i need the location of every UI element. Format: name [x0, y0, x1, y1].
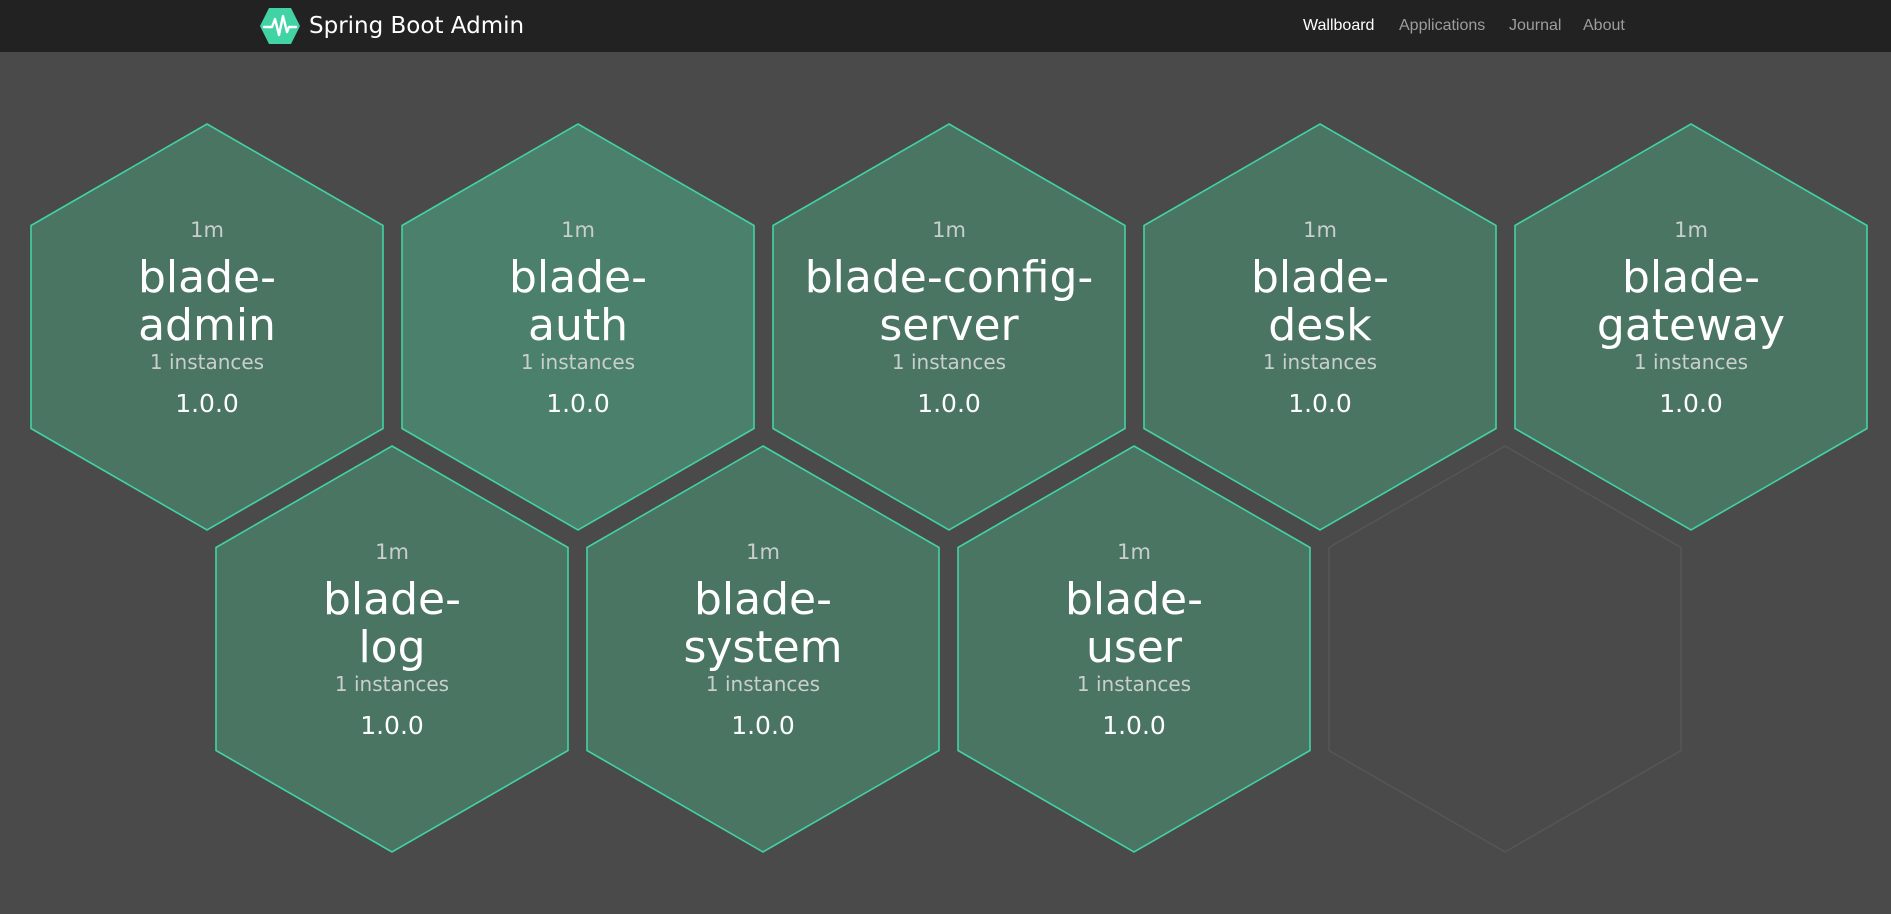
brand-link[interactable]: Spring Boot Admin	[259, 7, 524, 45]
top-navbar: Spring Boot Admin Wallboard Applications…	[0, 0, 1891, 52]
nav-applications[interactable]: Applications	[1399, 17, 1486, 34]
application-hex[interactable]	[772, 123, 1126, 531]
nav-wallboard[interactable]: Wallboard	[1303, 17, 1375, 34]
application-hex[interactable]	[1143, 123, 1497, 531]
application-hex[interactable]	[401, 123, 755, 531]
application-hex[interactable]	[30, 123, 384, 531]
nav-about[interactable]: About	[1583, 17, 1625, 34]
empty-hex-slot	[1328, 445, 1682, 853]
application-hex[interactable]	[957, 445, 1311, 853]
hex-grid	[30, 123, 1868, 853]
nav-journal[interactable]: Journal	[1509, 17, 1562, 34]
brand-title: Spring Boot Admin	[309, 13, 525, 39]
application-hex[interactable]	[1514, 123, 1868, 531]
heartbeat-hexagon-icon	[260, 8, 300, 44]
application-hex[interactable]	[586, 445, 940, 853]
application-hex[interactable]	[215, 445, 569, 853]
